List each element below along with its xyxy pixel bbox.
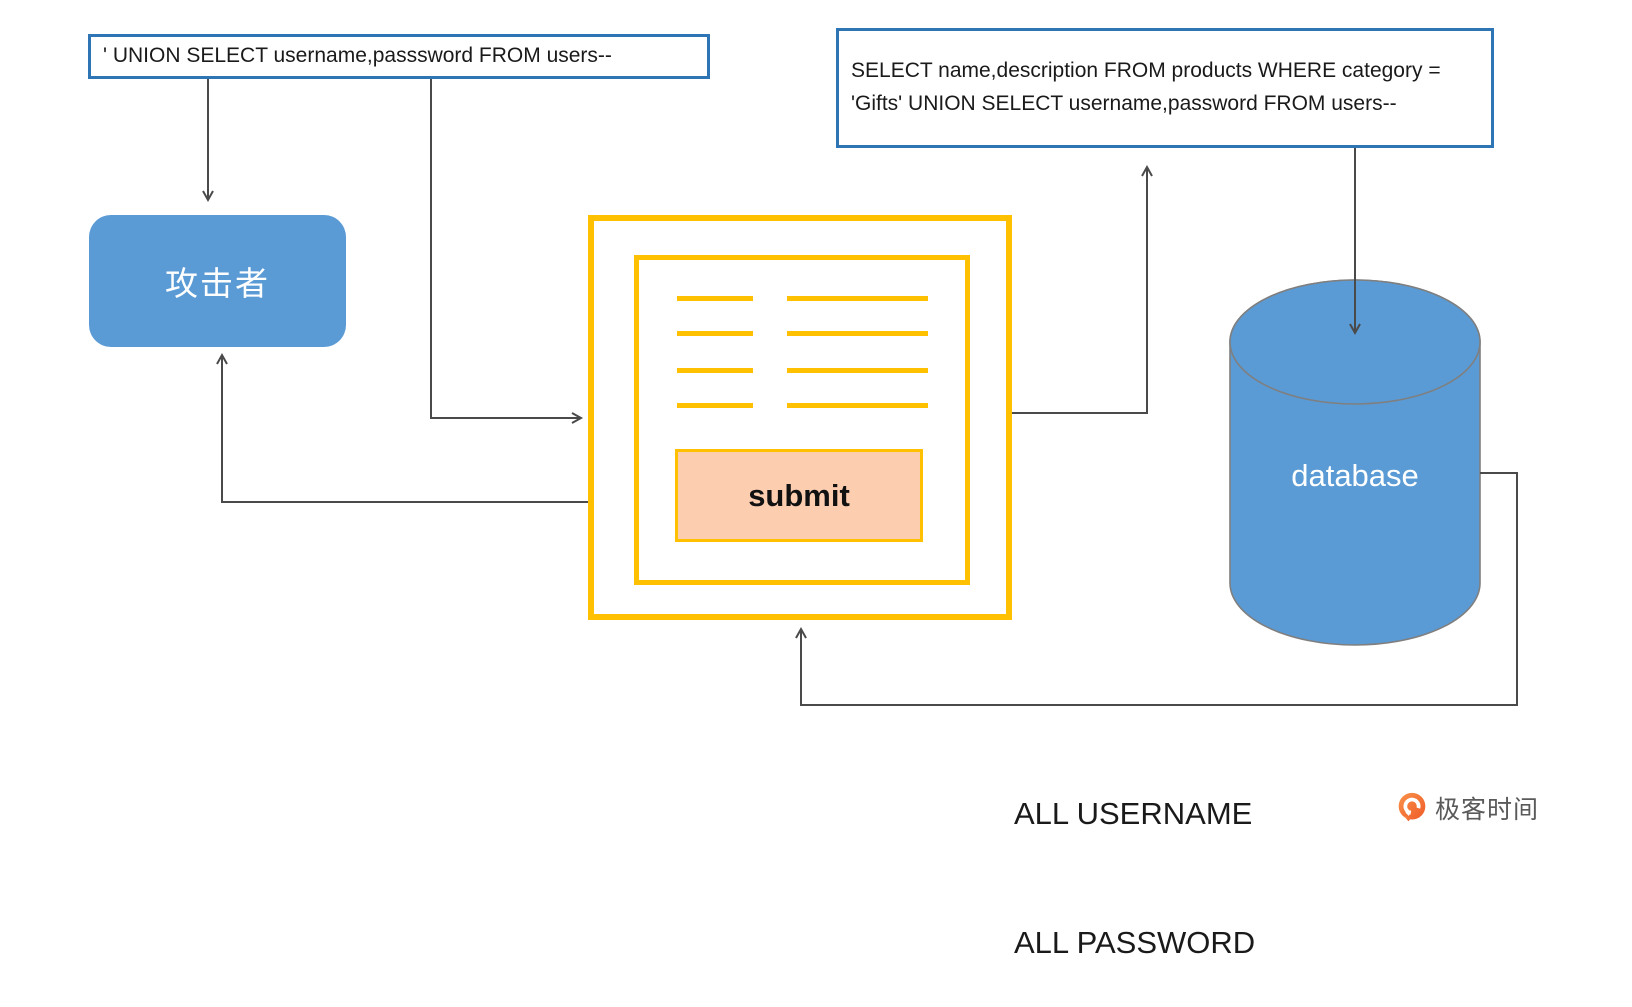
injected-query-text: SELECT name,description FROM products WH… bbox=[851, 59, 1441, 115]
result-line-username: ALL USERNAME bbox=[1014, 796, 1253, 831]
geektime-logo-text: 极客时间 bbox=[1435, 796, 1540, 824]
attack-payload-text: ' UNION SELECT username,passsword FROM u… bbox=[103, 44, 612, 68]
submit-button-label: submit bbox=[748, 477, 850, 513]
arrow-payload-to-form bbox=[430, 79, 584, 424]
injected-query-box: SELECT name,description FROM products WH… bbox=[836, 28, 1494, 148]
attacker-label: 攻击者 bbox=[165, 264, 270, 303]
attack-result-text: ALL USERNAME ALL PASSWORD bbox=[1014, 706, 1255, 1007]
diagram-connectors bbox=[202, 79, 1518, 706]
arrow-form-to-attacker bbox=[216, 352, 588, 503]
geektime-logo-icon bbox=[1398, 792, 1426, 822]
arrow-database-to-form bbox=[795, 472, 1518, 706]
form-field-line bbox=[677, 296, 753, 301]
form-field-line bbox=[787, 331, 928, 336]
arrow-form-to-query bbox=[1012, 164, 1153, 414]
form-field-line bbox=[787, 403, 928, 408]
submit-button[interactable]: submit bbox=[675, 449, 923, 542]
database-label: database bbox=[1291, 458, 1419, 493]
attack-payload-box: ' UNION SELECT username,passsword FROM u… bbox=[88, 34, 710, 79]
form-field-line bbox=[787, 368, 928, 373]
geektime-logo: 极客时间 bbox=[1396, 790, 1539, 826]
attacker-node: 攻击者 bbox=[89, 215, 346, 347]
form-field-line bbox=[787, 296, 928, 301]
form-field-line bbox=[677, 368, 753, 373]
result-line-password: ALL PASSWORD bbox=[1014, 925, 1256, 960]
form-field-line bbox=[677, 403, 753, 408]
form-field-line bbox=[677, 331, 753, 336]
